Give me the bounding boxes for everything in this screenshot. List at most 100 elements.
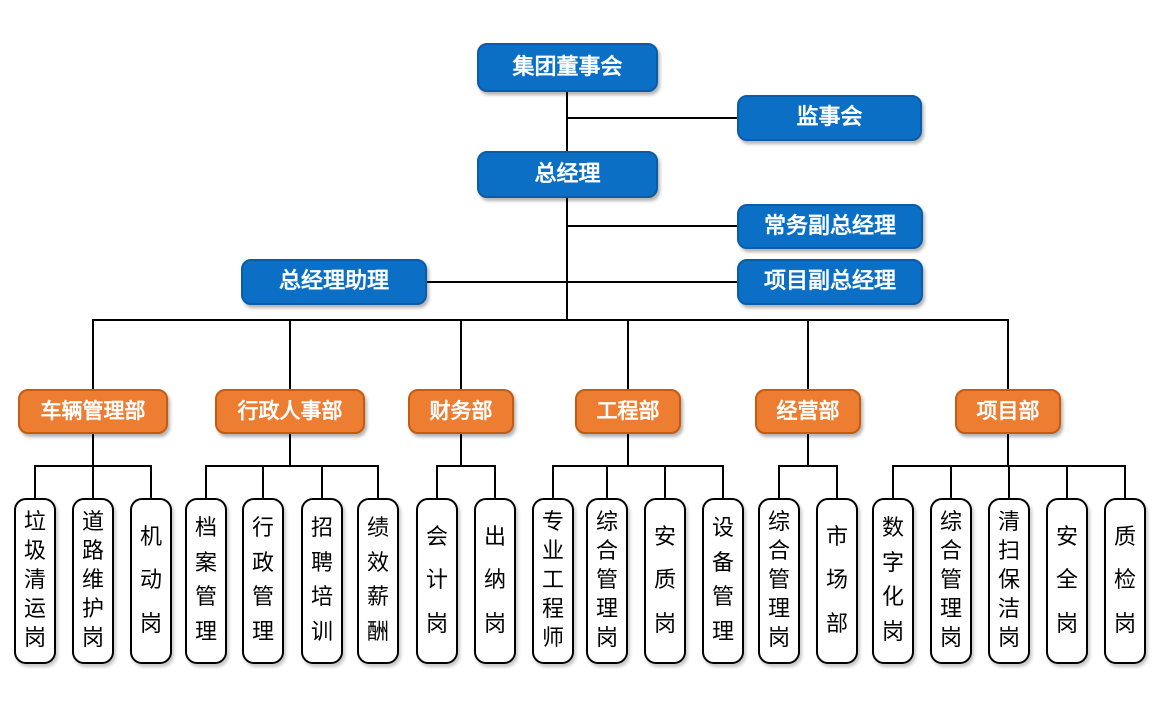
node-dept-engineering: 工程部	[575, 389, 681, 434]
node-position-professional-engineer: 专业工程师	[532, 498, 574, 664]
node-position-recruitment-training-label: 招聘培训	[310, 515, 333, 646]
node-position-market-label: 市场部	[825, 524, 848, 637]
connector-line	[150, 465, 152, 500]
node-position-garbage-removal-label: 垃圾清运岗	[23, 510, 46, 651]
node-gm-assistant: 总经理助理	[241, 259, 427, 305]
connector-line	[567, 225, 737, 227]
node-dept-admin-hr-label: 行政人事部	[237, 399, 343, 424]
connector-line	[35, 465, 151, 467]
connector-line	[807, 433, 809, 467]
connector-line	[553, 465, 723, 467]
connector-line	[722, 465, 724, 500]
connector-line	[950, 465, 952, 500]
connector-line	[377, 465, 379, 500]
node-gm-assistant-label: 总经理助理	[278, 269, 389, 295]
node-position-cleaning: 清扫保洁岗	[988, 498, 1030, 664]
connector-line	[893, 465, 1125, 467]
node-position-recruitment-training: 招聘培训	[301, 498, 343, 664]
connector-line	[437, 465, 495, 467]
node-position-archives-management-label: 档案管理	[194, 515, 217, 646]
connector-line	[606, 465, 608, 500]
node-position-safety-label: 安全岗	[1055, 524, 1078, 637]
node-position-cashier-label: 出纳岗	[483, 524, 506, 637]
connector-line	[1007, 319, 1009, 390]
node-position-general-management-eng-label: 综合管理岗	[595, 510, 618, 651]
node-position-general-management-proj: 综合管理岗	[930, 498, 972, 664]
node-position-road-maintenance-label: 道路维护岗	[81, 510, 104, 651]
connector-line	[92, 319, 94, 390]
connector-line	[778, 465, 780, 500]
connector-line	[206, 465, 378, 467]
node-general-manager-label: 总经理	[534, 161, 601, 187]
node-position-quality-inspection: 质检岗	[1104, 498, 1146, 664]
node-position-safety-quality-label: 安质岗	[653, 524, 676, 637]
node-dept-vehicle-management-label: 车辆管理部	[40, 399, 146, 424]
connector-line	[566, 92, 568, 152]
node-position-general-management-proj-label: 综合管理岗	[939, 510, 962, 651]
connector-line	[567, 117, 737, 119]
connector-line	[460, 433, 462, 467]
node-executive-deputy-gm: 常务副总经理	[737, 204, 923, 249]
node-dept-engineering-label: 工程部	[596, 399, 660, 424]
connector-line	[205, 465, 207, 500]
node-supervisory-board: 监事会	[737, 95, 922, 141]
node-position-equipment-management-label: 设备管理	[711, 515, 734, 646]
node-position-general-management-ops-label: 综合管理岗	[767, 510, 790, 651]
node-executive-deputy-gm-label: 常务副总经理	[763, 213, 896, 239]
connector-line	[494, 465, 496, 500]
connector-line	[1124, 465, 1126, 500]
connector-line	[807, 319, 809, 390]
node-position-general-management-eng: 综合管理岗	[586, 498, 628, 664]
node-dept-operations: 经营部	[755, 389, 861, 434]
connector-line	[436, 465, 438, 500]
connector-line	[552, 465, 554, 500]
connector-line	[289, 433, 291, 467]
connector-line	[289, 319, 291, 390]
node-dept-vehicle-management: 车辆管理部	[18, 389, 168, 434]
connector-line	[321, 465, 323, 500]
connector-line	[262, 465, 264, 500]
node-group-board: 集团董事会	[477, 43, 658, 92]
node-position-performance-compensation-label: 绩效薪酬	[366, 515, 389, 646]
node-dept-admin-hr: 行政人事部	[215, 389, 365, 434]
node-supervisory-board-label: 监事会	[796, 105, 863, 131]
connector-line	[779, 465, 837, 467]
node-position-accounting: 会计岗	[416, 498, 458, 664]
connector-line	[1008, 465, 1010, 500]
connector-line	[92, 465, 94, 500]
node-position-cashier: 出纳岗	[474, 498, 516, 664]
node-position-digitalization: 数字化岗	[872, 498, 914, 664]
node-position-safety: 安全岗	[1046, 498, 1088, 664]
node-position-professional-engineer-label: 专业工程师	[541, 510, 564, 651]
node-position-garbage-removal: 垃圾清运岗	[14, 498, 56, 664]
node-position-quality-inspection-label: 质检岗	[1113, 524, 1136, 637]
connector-line	[1007, 433, 1009, 467]
node-dept-project: 项目部	[955, 389, 1061, 434]
node-position-cleaning-label: 清扫保洁岗	[997, 510, 1020, 651]
connector-line	[892, 465, 894, 500]
node-project-deputy-gm-label: 项目副总经理	[763, 269, 896, 295]
node-position-general-management-ops: 综合管理岗	[758, 498, 800, 664]
node-position-archives-management: 档案管理	[185, 498, 227, 664]
node-position-mobile: 机动岗	[130, 498, 172, 664]
node-dept-operations-label: 经营部	[776, 399, 840, 424]
connector-line	[566, 197, 568, 321]
node-project-deputy-gm: 项目副总经理	[737, 259, 923, 305]
node-position-mobile-label: 机动岗	[139, 524, 162, 637]
node-position-digitalization-label: 数字化岗	[881, 515, 904, 646]
node-dept-project-label: 项目部	[976, 399, 1040, 424]
connector-line	[34, 465, 36, 500]
node-position-administrative-management-label: 行政管理	[251, 515, 274, 646]
connector-line	[427, 281, 737, 283]
connector-line	[627, 433, 629, 467]
node-position-market: 市场部	[816, 498, 858, 664]
connector-line	[460, 319, 462, 390]
node-position-road-maintenance: 道路维护岗	[72, 498, 114, 664]
connector-line	[1066, 465, 1068, 500]
node-position-safety-quality: 安质岗	[644, 498, 686, 664]
connector-line	[836, 465, 838, 500]
connector-line	[93, 319, 1008, 321]
node-position-equipment-management: 设备管理	[702, 498, 744, 664]
connector-line	[627, 319, 629, 390]
